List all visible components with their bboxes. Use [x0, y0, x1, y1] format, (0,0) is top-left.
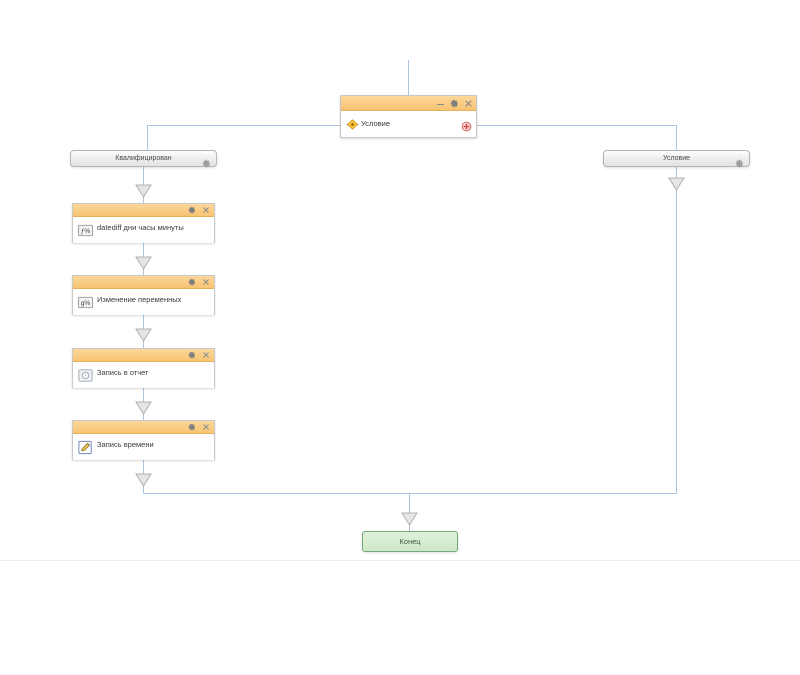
decision-diamond-icon: [346, 118, 359, 131]
variables-icon: g%: [77, 294, 94, 311]
action-node-label: Запись в отчет: [97, 368, 149, 378]
decision-node-body[interactable]: Условие: [341, 111, 476, 137]
action-node-body[interactable]: Запись в отчет: [73, 362, 214, 388]
edit-pencil-icon: [77, 439, 94, 456]
action-node-label: Изменение переменных: [97, 295, 182, 305]
action-node-body[interactable]: Запись времени: [73, 434, 214, 460]
svg-text:g%: g%: [81, 299, 91, 306]
action-node-label: Запись времени: [97, 440, 154, 450]
minimize-icon[interactable]: [436, 99, 445, 108]
close-icon[interactable]: [202, 206, 211, 215]
end-node[interactable]: Конец: [362, 531, 458, 552]
gear-icon[interactable]: [188, 423, 197, 432]
gear-icon[interactable]: [735, 155, 744, 168]
action-node-label: datediff дни часы минуты: [97, 223, 184, 233]
action-node-body[interactable]: ƒ% datediff дни часы минуты: [73, 217, 214, 243]
action-node-write-report[interactable]: Запись в отчет: [72, 348, 215, 388]
action-node-header[interactable]: [73, 204, 214, 217]
decision-node[interactable]: Условие: [340, 95, 477, 138]
branch-label-text: Квалифицирован: [115, 155, 172, 162]
gear-icon[interactable]: [188, 351, 197, 360]
page-separator: [0, 560, 800, 561]
decision-node-header[interactable]: [341, 96, 476, 111]
branch-label-qualified[interactable]: Квалифицирован: [70, 150, 217, 168]
branch-label-text: Условие: [662, 155, 691, 162]
close-icon[interactable]: [202, 278, 211, 287]
action-node-datediff[interactable]: ƒ% datediff дни часы минуты: [72, 203, 215, 243]
close-icon[interactable]: [464, 99, 473, 108]
gear-icon[interactable]: [202, 155, 211, 168]
action-node-change-variables[interactable]: g% Изменение переменных: [72, 275, 215, 315]
gear-icon[interactable]: [450, 99, 459, 108]
action-node-header[interactable]: [73, 349, 214, 362]
gear-icon[interactable]: [188, 278, 197, 287]
action-node-time-record[interactable]: Запись времени: [72, 420, 215, 460]
close-icon[interactable]: [202, 351, 211, 360]
action-node-header[interactable]: [73, 276, 214, 289]
close-icon[interactable]: [202, 423, 211, 432]
end-node-label: Конец: [399, 537, 421, 546]
report-disk-icon: [77, 367, 94, 384]
gear-icon[interactable]: [188, 206, 197, 215]
formula-icon: ƒ%: [77, 222, 94, 239]
branch-label-condition[interactable]: Условие: [603, 150, 750, 168]
action-node-body[interactable]: g% Изменение переменных: [73, 289, 214, 315]
action-node-header[interactable]: [73, 421, 214, 434]
add-branch-button[interactable]: [461, 119, 472, 131]
decision-node-label: Условие: [361, 119, 390, 129]
svg-text:ƒ%: ƒ%: [81, 227, 91, 234]
